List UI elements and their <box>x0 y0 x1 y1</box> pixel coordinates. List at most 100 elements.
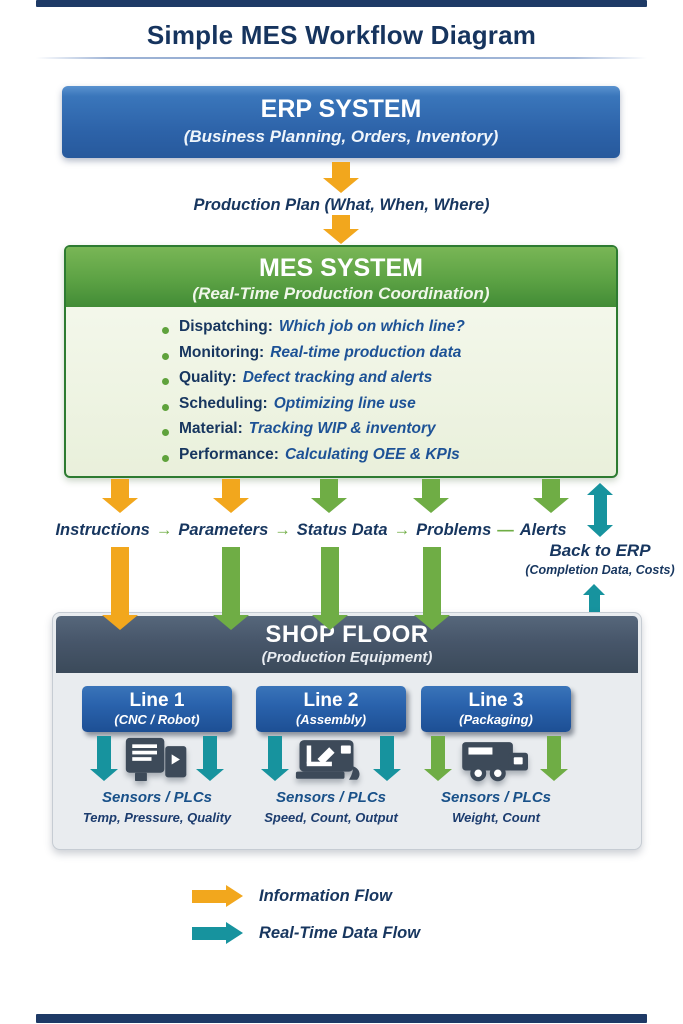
back-to-erp-double-arrow <box>587 483 613 537</box>
mes-function-list: Dispatching: Which job on which line? Mon… <box>66 307 616 471</box>
line-2-box: Line 2 (Assembly) <box>256 686 406 732</box>
output-label: Problems <box>416 521 492 539</box>
page-title: Simple MES Workflow Diagram <box>146 20 537 50</box>
mes-title: MES SYSTEM <box>259 254 423 282</box>
line-1-cell: Line 1 (CNC / Robot) Sensors / PLCs Temp… <box>72 686 242 825</box>
status-flow-down-arrow <box>424 736 452 781</box>
output-label: Instructions <box>55 521 150 539</box>
list-item: Scheduling: Optimizing line use <box>162 395 616 421</box>
function-desc: Defect tracking and alerts <box>242 369 433 386</box>
line-2-data-row <box>261 735 401 783</box>
realtime-down-arrow <box>261 736 289 781</box>
function-term: Quality: <box>179 369 237 386</box>
assembly-machine-icon <box>295 740 360 780</box>
status-flow-down-arrow <box>311 479 347 513</box>
line-3-box: Line 3 (Packaging) <box>421 686 571 732</box>
erp-subtitle: (Business Planning, Orders, Inventory) <box>183 127 499 146</box>
erp-title: ERP SYSTEM <box>260 95 422 123</box>
list-item: Dispatching: Which job on which line? <box>162 318 616 344</box>
list-item: Performance: Calculating OEE & KPIs <box>162 446 616 472</box>
realtime-flow-right-arrow <box>192 922 243 944</box>
bottom-frame-bar <box>36 1014 647 1023</box>
title-divider <box>36 57 647 59</box>
info-flow-down-arrow <box>213 479 249 513</box>
status-flow-down-arrow <box>312 547 348 630</box>
production-plan-label: Production Plan (What, When, Where) <box>193 196 490 214</box>
flow-arrow-separator: → <box>393 521 411 539</box>
function-term: Dispatching: <box>179 318 273 335</box>
flow-arrow-separator: → <box>155 521 173 539</box>
legend-label: Real-Time Data Flow <box>259 923 421 942</box>
info-flow-down-arrow <box>323 215 359 244</box>
line-name: Line 2 <box>303 690 359 711</box>
bullet-icon <box>162 327 169 335</box>
line-name: Line 1 <box>129 690 185 711</box>
output-label: Parameters <box>178 521 269 539</box>
info-flow-down-arrow <box>102 479 138 513</box>
line-type: (Assembly) <box>295 712 367 727</box>
info-flow-down-arrow <box>102 547 138 630</box>
status-flow-down-arrow <box>533 479 569 513</box>
function-desc: Which job on which line? <box>278 318 465 335</box>
legend-item-information-flow: Information Flow <box>192 884 420 908</box>
legend-label: Information Flow <box>259 886 392 905</box>
line-3-data-row <box>424 735 568 783</box>
bullet-icon <box>162 403 169 411</box>
mes-subtitle: (Real-Time Production Coordination) <box>192 284 490 303</box>
legend: Information Flow Real-Time Data Flow <box>192 884 420 958</box>
mes-system-box: MES SYSTEM (Real-Time Production Coordin… <box>64 245 618 478</box>
sensors-label: Sensors / PLCs <box>440 789 552 806</box>
metrics-label: Temp, Pressure, Quality <box>82 810 232 825</box>
shop-floor-subtitle: (Production Equipment) <box>261 649 433 666</box>
line-name: Line 3 <box>468 690 524 711</box>
bullet-icon <box>162 429 169 437</box>
sensors-label: Sensors / PLCs <box>275 789 387 806</box>
function-term: Monitoring: <box>179 343 265 361</box>
status-flow-down-arrow <box>213 547 249 630</box>
output-label: Status Data <box>296 521 388 539</box>
function-desc: Tracking WIP & inventory <box>248 420 436 437</box>
bullet-icon <box>162 352 169 360</box>
cnc-machine-icon <box>125 737 187 781</box>
legend-item-realtime-data-flow: Real-Time Data Flow <box>192 921 420 945</box>
sensors-label: Sensors / PLCs <box>101 789 213 806</box>
delivery-truck-icon <box>462 742 528 782</box>
line-2-cell: Line 2 (Assembly) Sensors / PLCs Speed, … <box>246 686 416 825</box>
info-flow-down-arrow <box>323 162 359 193</box>
erp-system-box: ERP SYSTEM (Business Planning, Orders, I… <box>62 86 620 158</box>
function-term: Scheduling: <box>179 394 268 412</box>
top-frame-bar <box>36 0 647 7</box>
function-term: Material: <box>179 420 243 437</box>
line-type: (Packaging) <box>459 712 533 727</box>
line-1-box: Line 1 (CNC / Robot) <box>82 686 232 732</box>
realtime-up-arrow <box>583 584 605 614</box>
metrics-label: Speed, Count, Output <box>264 810 398 825</box>
info-flow-right-arrow <box>192 885 243 907</box>
mes-header: MES SYSTEM (Real-Time Production Coordin… <box>66 247 616 307</box>
line-1-data-row <box>90 735 224 783</box>
function-desc: Real-time production data <box>270 343 462 361</box>
realtime-down-arrow <box>90 736 118 781</box>
back-to-erp-label: Back to ERP <box>549 541 651 560</box>
shop-floor-box: SHOP FLOOR (Production Equipment) Line 1… <box>52 612 642 850</box>
metrics-label: Weight, Count <box>452 810 540 825</box>
back-to-erp-sublabel: (Completion Data, Costs) <box>525 563 675 577</box>
mes-outputs-labels: Instructions→Parameters→Status Data→Prob… <box>0 521 622 540</box>
flow-dash-separator: — <box>497 521 514 539</box>
realtime-down-arrow <box>196 736 224 781</box>
function-desc: Optimizing line use <box>273 394 416 412</box>
list-item: Monitoring: Real-time production data <box>162 344 616 370</box>
status-flow-down-arrow <box>413 479 449 513</box>
list-item: Quality: Defect tracking and alerts <box>162 369 616 395</box>
list-item: Material: Tracking WIP & inventory <box>162 420 616 446</box>
line-type: (CNC / Robot) <box>114 712 200 727</box>
function-term: Performance: <box>179 445 279 463</box>
realtime-down-arrow <box>373 736 401 781</box>
status-flow-down-arrow <box>414 547 450 630</box>
line-3-cell: Line 3 (Packaging) Sensors / PLCs Weight… <box>411 686 581 825</box>
function-desc: Calculating OEE & KPIs <box>284 445 460 463</box>
output-label: Alerts <box>519 521 567 539</box>
bullet-icon <box>162 454 169 462</box>
bullet-icon <box>162 378 169 386</box>
